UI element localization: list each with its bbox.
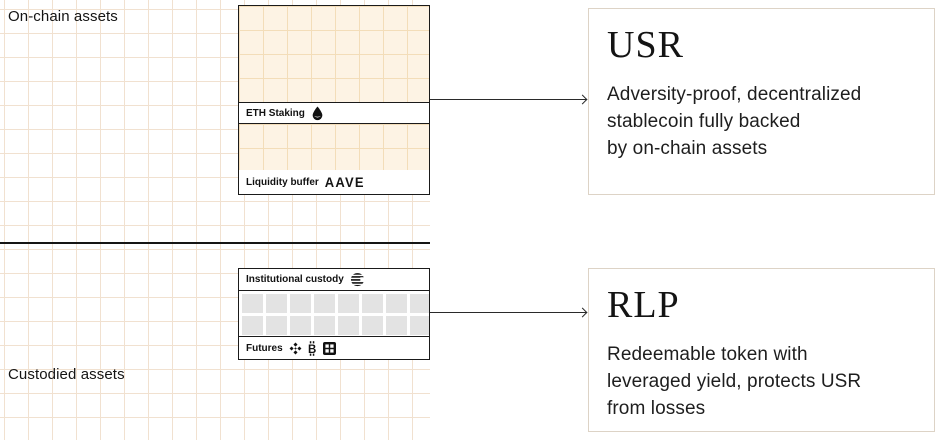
aave-logo: AAVE	[324, 174, 365, 190]
liquidity-buffer-row: Liquidity buffer AAVE	[239, 170, 429, 194]
futures-venue-icons: B	[289, 340, 336, 356]
rlp-card-title: RLP	[607, 284, 680, 326]
liquidity-buffer-label: Liquidity buffer	[246, 176, 319, 188]
onchain-assets-box: ETH Staking Liquidity buffer AAVE	[238, 5, 430, 195]
usr-description-line: by on-chain assets	[607, 137, 768, 159]
onchain-fill-upper	[239, 6, 429, 102]
arrow-to-usr	[430, 94, 588, 105]
assets-divider-line	[0, 242, 430, 244]
svg-text:B: B	[308, 343, 316, 355]
onchain-assets-label: On-chain assets	[8, 8, 118, 25]
custodied-assets-box: Institutional custody	[238, 268, 430, 360]
custody-fill-gray	[239, 291, 429, 336]
rlp-description-line: from losses	[607, 397, 706, 419]
bitcoin-b-icon: B	[306, 340, 319, 356]
rlp-description-line: leveraged yield, protects USR	[607, 370, 862, 392]
institutional-custody-row: Institutional custody	[239, 269, 429, 291]
arrowhead-icon	[577, 94, 588, 105]
usr-description-line: stablecoin fully backed	[607, 110, 801, 132]
custody-striped-globe-icon	[350, 272, 365, 287]
custodied-assets-label: Custodied assets	[8, 366, 125, 383]
usr-card: USR Adversity-proof, decentralized stabl…	[588, 8, 935, 195]
arrow-to-rlp	[430, 307, 588, 318]
arrowhead-icon	[577, 307, 588, 318]
asset-grid-background: On-chain assets Custodied assets ETH Sta…	[0, 0, 430, 440]
eth-staking-row: ETH Staking	[239, 102, 429, 124]
usr-description-line: Adversity-proof, decentralized	[607, 83, 862, 105]
futures-label: Futures	[246, 342, 283, 354]
onchain-fill-lower	[239, 124, 429, 170]
eth-staking-flame-icon	[311, 106, 324, 121]
rlp-description-line: Redeemable token with	[607, 343, 808, 365]
futures-row: Futures	[239, 336, 429, 359]
usr-card-description: Adversity-proof, decentralized stablecoi…	[607, 81, 916, 162]
institutional-custody-label: Institutional custody	[246, 274, 344, 285]
rlp-card-description: Redeemable token with leveraged yield, p…	[607, 341, 916, 422]
diamond-exchange-icon	[289, 342, 302, 355]
rlp-card: RLP Redeemable token with leveraged yiel…	[588, 268, 935, 432]
usr-card-title: USR	[607, 24, 684, 66]
checkered-square-icon	[322, 341, 336, 355]
eth-staking-label: ETH Staking	[246, 107, 305, 119]
